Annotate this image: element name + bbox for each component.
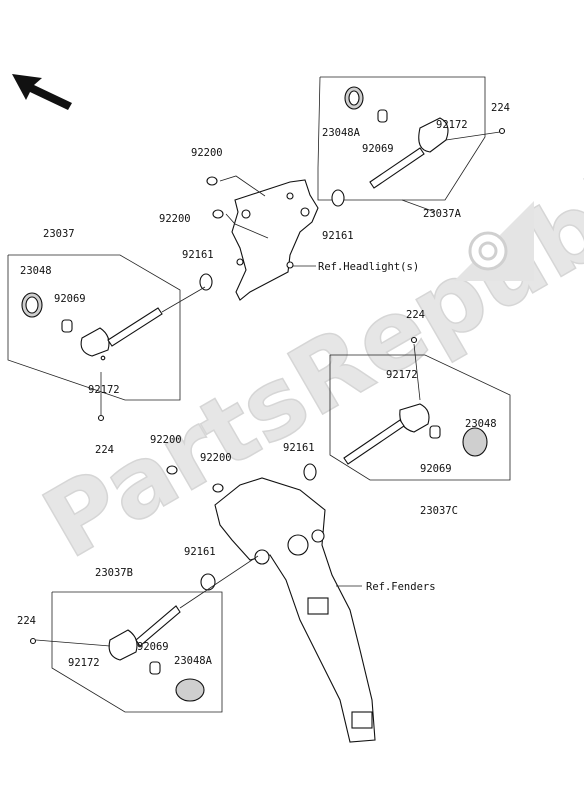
assembly-23037C: [303, 336, 511, 481]
washer-92200-a: [206, 176, 218, 186]
label-92069: 92069: [420, 463, 452, 475]
label-92161: 92161: [184, 546, 216, 558]
housing-left: [80, 327, 110, 357]
stem-top: [369, 147, 425, 189]
label-224: 224: [17, 615, 36, 627]
label-224: 224: [95, 444, 114, 456]
label-92200: 92200: [159, 213, 191, 225]
label-224: 224: [406, 309, 425, 321]
label-92069: 92069: [137, 641, 169, 653]
label-23037C: 23037C: [420, 505, 458, 517]
washer-92200-b: [212, 209, 224, 219]
assembly-23037B: [29, 555, 259, 713]
part-labels: 224 23048A 92172 92069 92200 92200 92161…: [17, 102, 510, 669]
screw-224-top: [498, 127, 506, 135]
headlight-bracket: [199, 175, 319, 301]
label-23048: 23048: [465, 418, 497, 430]
bulb-92069-top: [377, 109, 388, 123]
screw-224-right: [410, 336, 418, 344]
screw-224-bottom: [29, 637, 37, 645]
label-92172: 92172: [436, 119, 468, 131]
label-92200: 92200: [200, 452, 232, 464]
housing-bottom: [108, 629, 138, 661]
label-ref-fenders: Ref.Fenders: [366, 581, 436, 593]
stem-bottom: [135, 605, 181, 647]
bulb-92069-bottom: [149, 661, 161, 675]
grommet-92161-right: [303, 463, 317, 481]
screw-92172-left: [100, 355, 106, 361]
rear-fender: [166, 465, 376, 743]
label-23037A: 23037A: [423, 208, 462, 220]
assembly-23037: [7, 254, 206, 422]
gear-icon: [454, 201, 534, 281]
label-ref-headlight: Ref.Headlight(s): [318, 261, 419, 273]
label-92161: 92161: [283, 442, 315, 454]
label-92200: 92200: [150, 434, 182, 446]
washer-92200-c: [166, 465, 178, 475]
label-224: 224: [491, 102, 510, 114]
arrow-up-left-icon: [12, 74, 72, 110]
bulb-92069-left: [61, 319, 73, 333]
washer-92200-d: [212, 483, 224, 493]
bulb-92069-right: [429, 425, 441, 439]
label-92200: 92200: [191, 147, 223, 159]
label-23037: 23037: [43, 228, 75, 240]
label-23048A: 23048A: [174, 655, 213, 667]
label-92161: 92161: [182, 249, 214, 261]
label-92172: 92172: [88, 384, 120, 396]
label-23037B: 23037B: [95, 567, 133, 579]
screw-224-left: [97, 414, 105, 422]
grommet-92161-bottom: [200, 573, 216, 591]
label-92172: 92172: [386, 369, 418, 381]
label-23048A: 23048A: [322, 127, 361, 139]
assembly-23037A: [317, 76, 506, 213]
label-92161: 92161: [322, 230, 354, 242]
stem-right: [343, 419, 405, 465]
grommet-92161-left: [199, 273, 213, 291]
grommet-92161-top: [331, 189, 345, 207]
label-92069: 92069: [54, 293, 86, 305]
label-92069: 92069: [362, 143, 394, 155]
label-23048: 23048: [20, 265, 52, 277]
lens-23048A-bottom: [175, 678, 205, 702]
stem-left: [107, 307, 163, 347]
lens-23048-right: [462, 427, 488, 457]
housing-right: [399, 403, 430, 433]
label-92172: 92172: [68, 657, 100, 669]
